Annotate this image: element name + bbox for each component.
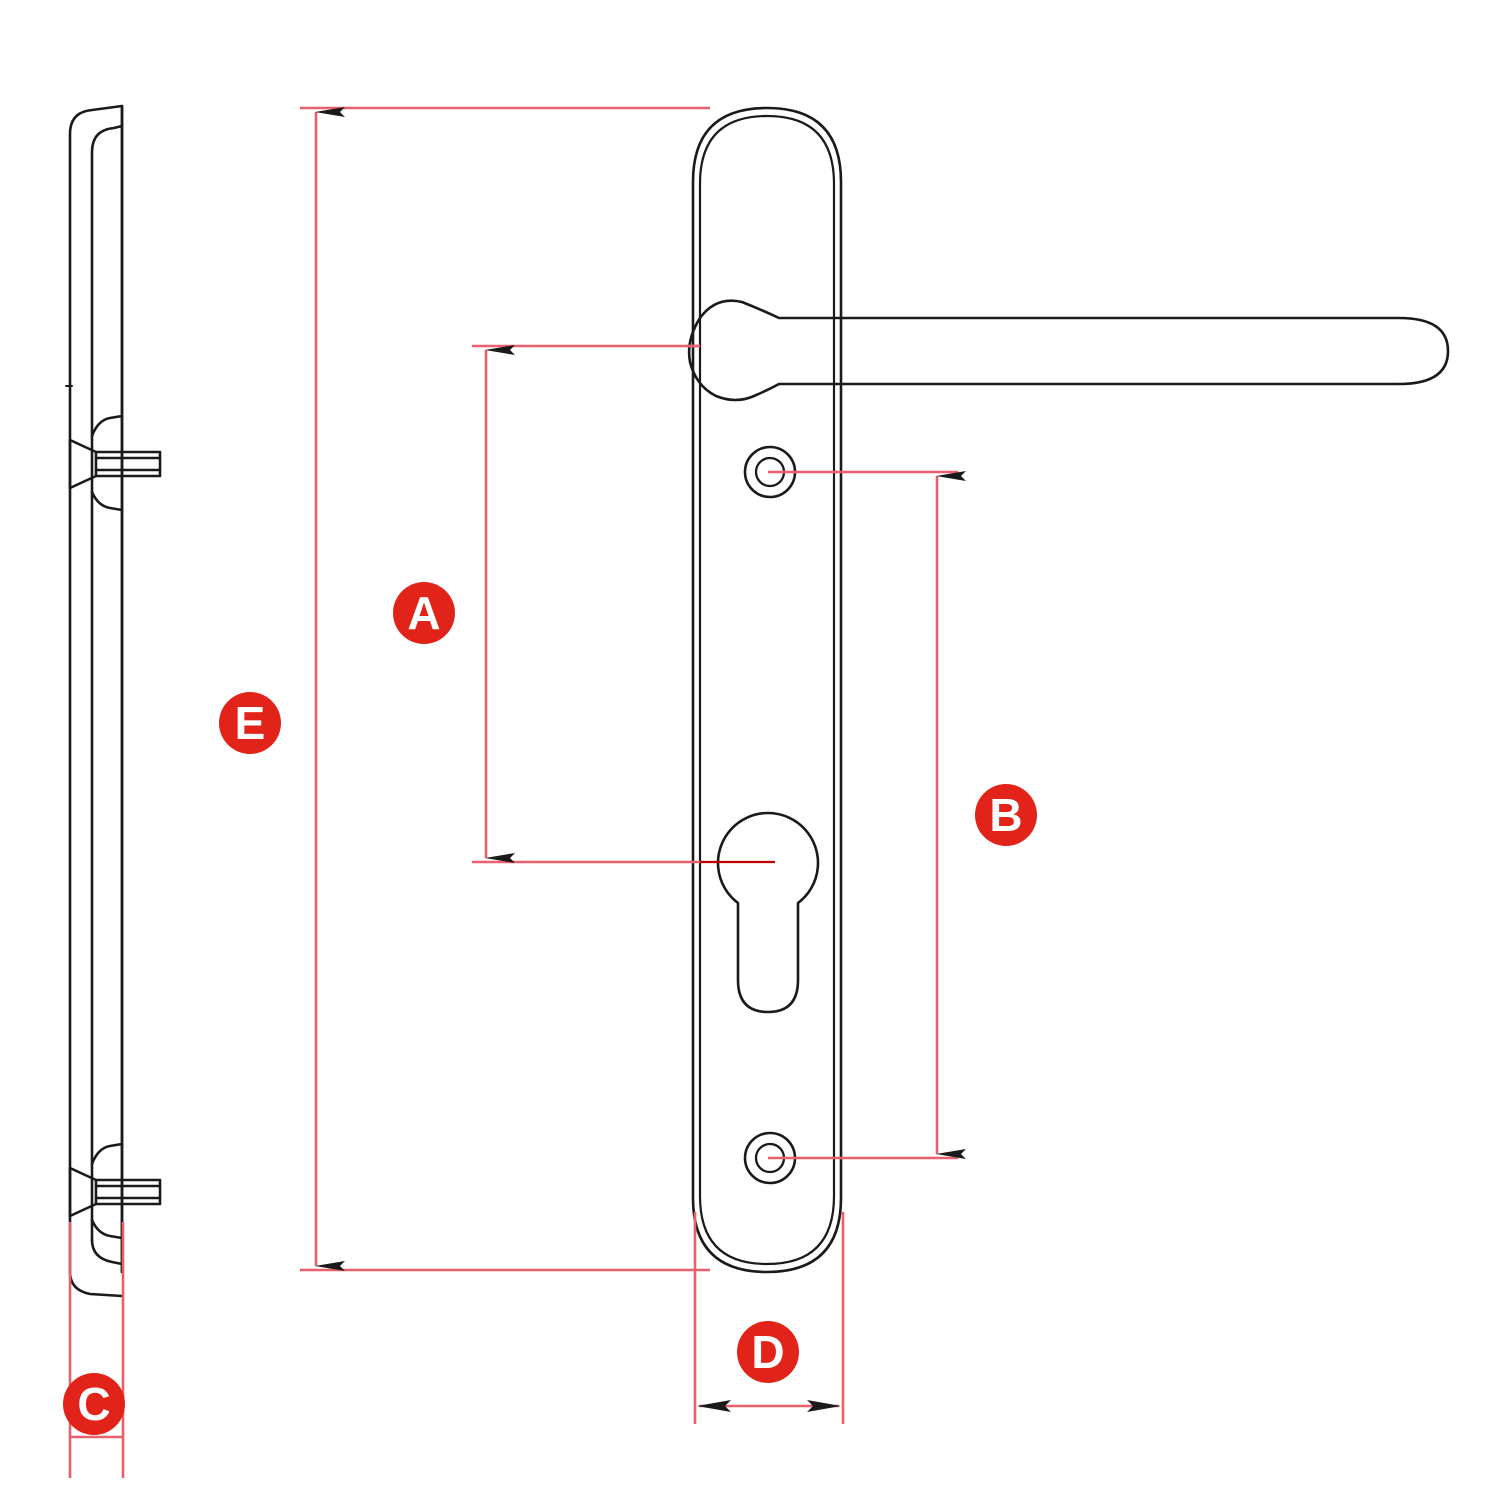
side-plate-outer-edge (68, 104, 124, 1274)
side-profile-view (65, 104, 162, 1298)
backplate-outline-outer (691, 106, 843, 1274)
dimension-label-a: A (393, 582, 455, 644)
dimension-e (300, 106, 710, 1272)
dimension-label-d-text: D (751, 1326, 785, 1378)
dimension-label-d: D (737, 1321, 799, 1383)
dimension-d (693, 1212, 845, 1424)
dimension-c (68, 1222, 125, 1478)
dimension-label-a-text: A (407, 587, 441, 639)
dimension-label-b-text: B (989, 789, 1023, 841)
backplate-outline-inner (698, 114, 836, 1266)
side-plate-bottom-chamfer-inner (90, 1238, 124, 1266)
side-plate-inner-edge (90, 124, 124, 1242)
side-screw-boss-lower (68, 1142, 162, 1240)
dimension-label-c-text: C (77, 1378, 111, 1430)
dimension-b (768, 470, 966, 1160)
dimension-label-c: C (63, 1373, 125, 1435)
dimension-a (472, 344, 700, 864)
side-screw-boss-upper (68, 414, 162, 512)
side-plate-bottom-chamfer (68, 1270, 124, 1298)
euro-cylinder-keyhole (716, 811, 820, 1014)
lever-handle (687, 299, 1450, 402)
dimension-label-b: B (975, 784, 1037, 846)
dimension-label-e: E (219, 692, 281, 754)
dimension-label-e-text: E (234, 697, 266, 749)
front-face-view (687, 106, 1450, 1274)
